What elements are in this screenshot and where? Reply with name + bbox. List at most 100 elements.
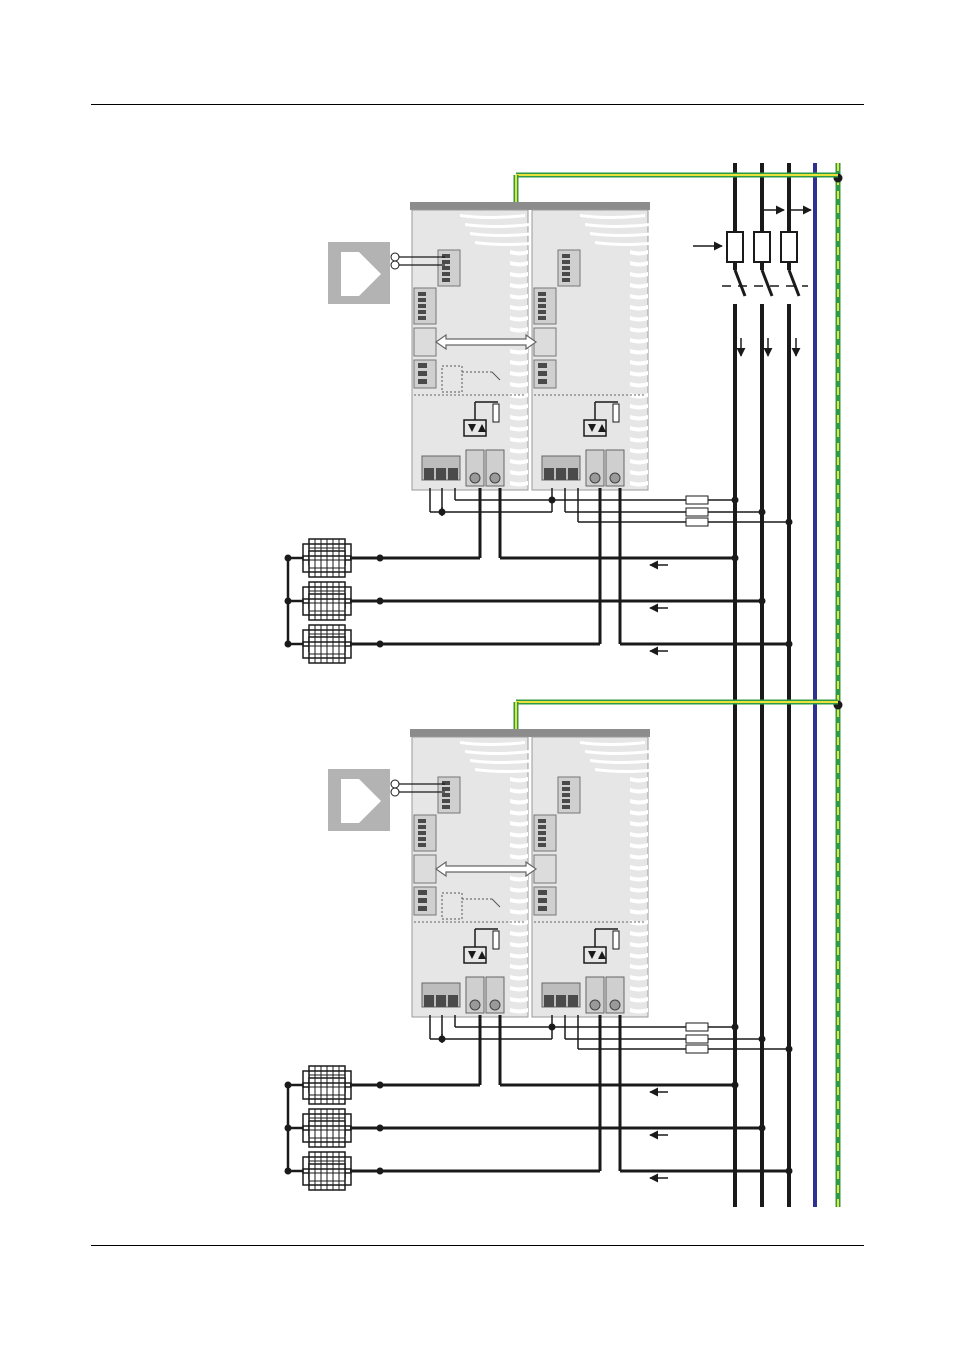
terminal-pin [562,260,570,264]
terminal-pin [538,906,547,911]
junction-dot [285,555,292,562]
fuse-icon [613,931,619,949]
input-terminal [391,788,399,796]
fuse-icon [613,404,619,422]
terminal-pin [538,363,547,368]
heatsink-top [410,202,530,210]
fuse-icon [686,1035,708,1043]
terminal-pin [442,793,450,797]
junction-dot [786,641,793,648]
terminal-pin [562,781,570,785]
terminal-pin [418,837,426,841]
junction-dot [377,598,384,605]
terminal-pin [418,890,427,895]
terminal-pin [538,379,547,384]
terminal-pin [442,787,450,791]
unit-group-2 [285,702,839,1190]
terminal-pin [556,468,566,480]
terminal-pin [418,906,427,911]
terminal-pin [538,843,546,847]
screw-terminal [470,1000,480,1010]
heater-element-icon [303,1164,351,1190]
heatsink-top [530,729,650,737]
controller-units [285,175,839,1190]
controller-unit [530,202,660,490]
junction-dot [549,497,556,504]
screw-terminal [590,473,600,483]
fuse-icon [727,232,797,262]
junction-dot [377,1168,384,1175]
terminal-pin [418,379,427,384]
heater-bank [285,1066,352,1190]
terminal-pin [538,371,547,376]
terminal-pin [448,995,458,1007]
terminal-pin [418,371,427,376]
junction-dot [285,1082,292,1089]
junction-dot [786,1168,793,1175]
fuse-icon [493,931,499,949]
current-direction-arrows [650,565,668,651]
terminal-pin [418,304,426,308]
terminal-pin [544,468,554,480]
heater-element-icon [303,637,351,663]
terminal-pin [418,843,426,847]
junction-dot [285,1168,292,1175]
junction-dot [732,1024,739,1031]
junction-dot [377,555,384,562]
junction-dot [285,641,292,648]
terminal-pin [562,272,570,276]
terminal-pin [538,304,546,308]
terminal-pin [562,793,570,797]
disconnect-switch-icon [722,270,808,304]
terminal-pin [418,316,426,320]
terminal-pin [442,266,450,270]
screw-terminal [590,1000,600,1010]
terminal-pin [424,468,434,480]
fuse-icon [686,1045,708,1053]
heater-element-icon [303,1078,351,1104]
terminal-pin [538,890,547,895]
current-direction-arrows [650,1092,668,1178]
terminal-pin [418,292,426,296]
terminal-pin [562,799,570,803]
bus-connector [534,328,556,356]
input-terminal [391,261,399,269]
junction-dot [786,519,793,526]
bus-connector [414,328,436,356]
terminal-pin [418,825,426,829]
terminal-pin [562,278,570,282]
terminal-pin [418,898,427,903]
terminal-pin [418,310,426,314]
terminal-pin [538,898,547,903]
junction-dot [759,598,766,605]
screw-terminal [490,1000,500,1010]
screw-terminal [470,473,480,483]
heatsink-top [530,202,650,210]
terminal-pin [442,799,450,803]
fuse-icon [686,508,708,516]
terminal-pin [418,363,427,368]
fuse-icon [686,518,708,526]
terminal-pin [538,837,546,841]
terminal-pin [562,787,570,791]
terminal-pin [538,825,546,829]
heater-element-icon [303,551,351,577]
junction-dot [377,641,384,648]
terminal-pin [448,468,458,480]
junction-dot [732,555,739,562]
earth-line [834,163,843,1207]
fuse-icon [686,496,708,504]
terminal-pin [538,298,546,302]
terminal-pin [418,298,426,302]
terminal-pin [442,805,450,809]
junction-dot [377,1125,384,1132]
fuse-icon [686,1023,708,1031]
controller-unit [410,202,540,490]
junction-dot [285,598,292,605]
terminal-pin [538,819,546,823]
terminal-pin [442,278,450,282]
heater-bank [285,539,352,663]
terminal-pin [442,260,450,264]
junction-dot [759,1125,766,1132]
